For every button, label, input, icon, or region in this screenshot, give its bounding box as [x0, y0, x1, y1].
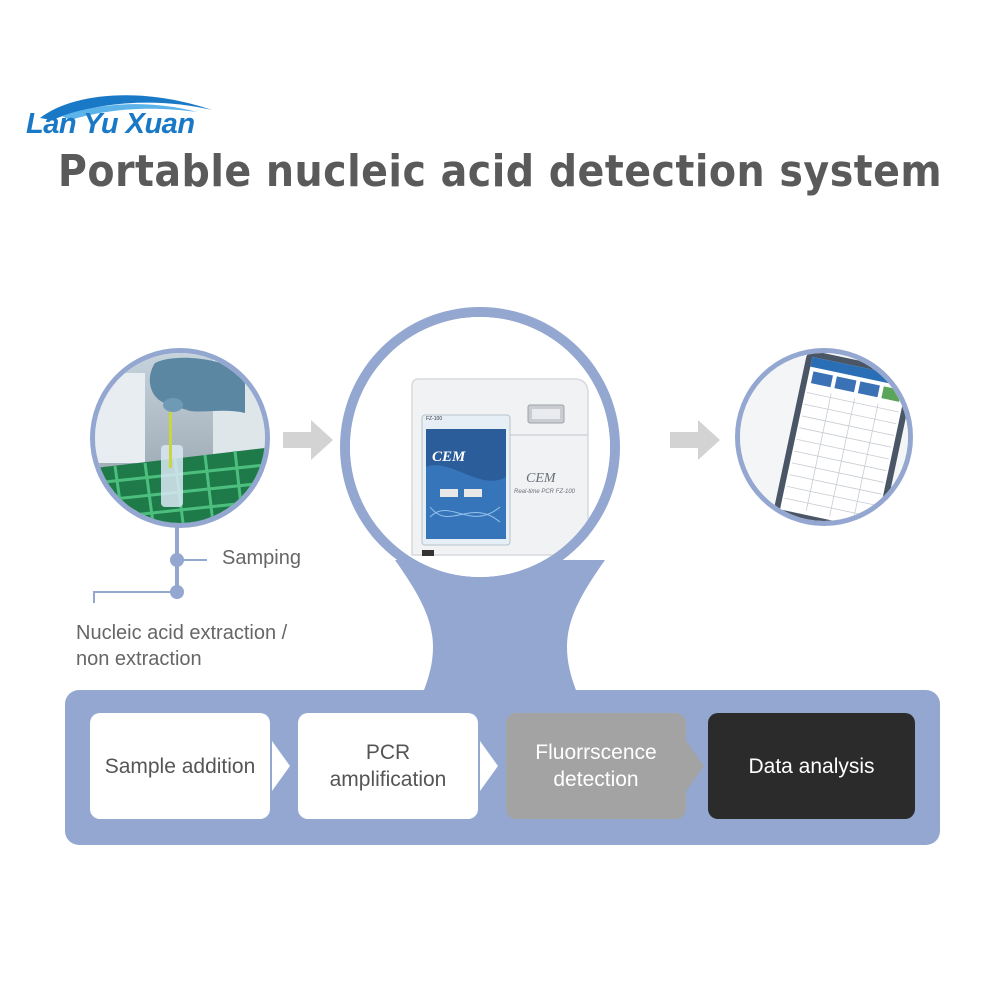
device-model: Real-time PCR FZ-100	[514, 489, 576, 495]
chevron-right-icon	[272, 741, 290, 791]
connector-line	[93, 591, 181, 593]
step-pcr-amplification: PCR amplification	[298, 713, 478, 819]
sampling-photo	[90, 348, 270, 528]
chevron-right-icon	[480, 741, 498, 791]
connector-dot	[170, 553, 184, 567]
label-extraction: Nucleic acid extraction / non extraction	[76, 620, 287, 672]
step-label: PCR	[365, 741, 411, 764]
connector-line	[181, 559, 207, 561]
chevron-right-icon	[686, 741, 704, 791]
device-screen-label: FZ-100	[426, 416, 443, 422]
arrow-right-icon	[283, 420, 333, 460]
brand-logo-swoosh	[40, 95, 212, 120]
device-screen-brand: CEM	[432, 449, 466, 465]
step-label: amplification	[329, 768, 447, 791]
label-samping: Samping	[222, 547, 301, 569]
data-tablet-image	[735, 348, 913, 526]
step-label: Fluorrscence	[535, 741, 657, 764]
connector-line	[93, 591, 95, 603]
pcr-device-image: CEM FZ-100 CEM Real-time PCR FZ-100	[345, 312, 615, 582]
label-extraction-line2: non extraction	[76, 648, 202, 670]
arrow-right-icon	[670, 420, 720, 460]
device-brand: CEM	[526, 471, 556, 486]
label-extraction-line1: Nucleic acid extraction /	[76, 622, 288, 644]
step-fluorescence-detection: Fluorrscence detection	[506, 713, 686, 819]
step-data-analysis: Data analysis	[708, 713, 915, 819]
step-sample-addition: Sample addition	[90, 713, 270, 819]
brand-logo-text: Lan Yu Xuan	[26, 108, 195, 140]
page-title: Portable nucleic acid detection system	[57, 146, 943, 197]
step-label: Sample addition	[104, 754, 256, 778]
step-label: Data analysis	[748, 754, 875, 778]
step-label: detection	[553, 768, 639, 791]
